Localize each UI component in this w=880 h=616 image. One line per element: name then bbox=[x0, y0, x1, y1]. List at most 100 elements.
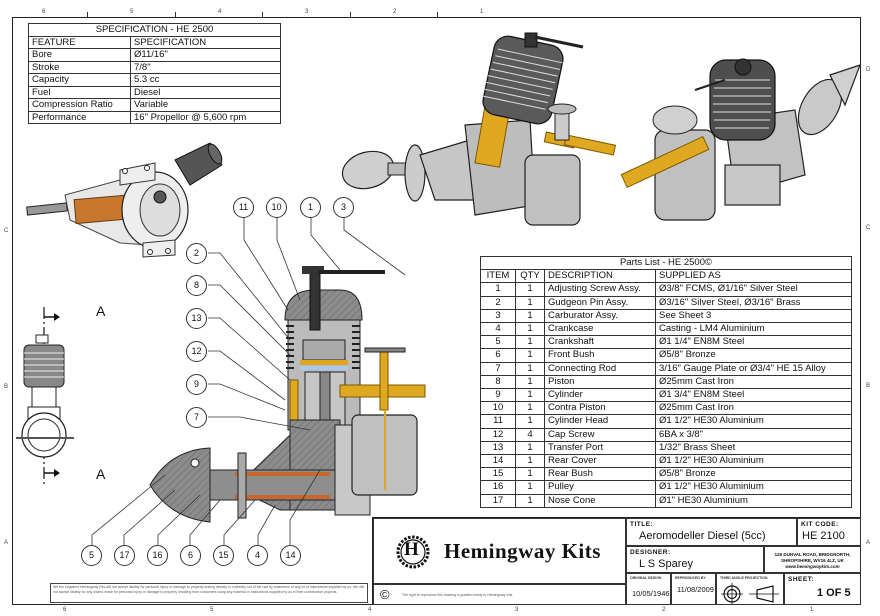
part-description: Carburator Assy. bbox=[544, 308, 656, 324]
part-item-number: 3 bbox=[480, 308, 516, 324]
part-item-number: 14 bbox=[480, 454, 516, 469]
part-supplied-as: 6BA x 3/8" bbox=[655, 427, 852, 442]
balloon-callout: 9 bbox=[186, 374, 207, 395]
part-supplied-as: Ø1 1/4" EN8M Steel bbox=[655, 335, 852, 350]
zone-label: A bbox=[4, 540, 9, 546]
part-item-number: 9 bbox=[480, 388, 516, 403]
cylinder-head bbox=[284, 289, 363, 321]
gear-logo-icon bbox=[396, 535, 430, 569]
part-quantity: 1 bbox=[515, 308, 545, 324]
part-description: Rear Cover bbox=[544, 454, 656, 469]
balloon-callout: 3 bbox=[333, 197, 354, 218]
part-supplied-as: Ø5/8" Bronze bbox=[655, 467, 852, 482]
zone-label: 4 bbox=[368, 607, 372, 613]
part-supplied-as: Ø1 1/2" HE30 Aluminium bbox=[655, 414, 852, 429]
part-description: Nose Cone bbox=[544, 493, 656, 508]
reproduced-cell: REPRODUCED BY 11/08/2009 bbox=[671, 573, 716, 605]
part-quantity: 1 bbox=[515, 440, 545, 456]
designer-name: L S Sparey bbox=[639, 558, 694, 570]
part-supplied-as: Ø1" HE30 Aluminium bbox=[655, 493, 852, 508]
website-link[interactable]: www.hemingwaykits.com bbox=[785, 564, 840, 569]
part-supplied-as: Ø25mm Cast Iron bbox=[655, 374, 852, 390]
balloon-callout: 10 bbox=[266, 197, 287, 218]
balloon-callout: 8 bbox=[186, 275, 207, 296]
copyright-text: The right to reproduce this drawing is g… bbox=[402, 593, 514, 597]
part-quantity: 1 bbox=[515, 401, 545, 416]
balloon-callout: 1 bbox=[300, 197, 321, 218]
parts-list-title: Parts List - HE 2500© bbox=[480, 255, 852, 271]
sheet-cell: SHEET: 1 OF 5 bbox=[784, 573, 861, 605]
part-supplied-as: Ø5/8" Bronze bbox=[655, 348, 852, 363]
part-supplied-as: Casting - LM4 Aluminium bbox=[655, 322, 852, 337]
projection-label: THIRD ANGLE PROJECTION bbox=[720, 576, 768, 580]
part-supplied-as: See Sheet 3 bbox=[655, 308, 852, 324]
zone-label: 2 bbox=[393, 9, 397, 15]
logo-letter: H bbox=[404, 539, 419, 560]
part-item-number: 4 bbox=[480, 322, 516, 337]
designer-label: DESIGNER: bbox=[630, 549, 671, 556]
third-angle-projection-icon bbox=[721, 583, 779, 604]
parts-header-qty: QTY bbox=[515, 269, 545, 284]
balloon-callout: 2 bbox=[186, 243, 207, 264]
balloon-callout: 7 bbox=[186, 407, 207, 428]
part-description: Front Bush bbox=[544, 348, 656, 363]
part-quantity: 1 bbox=[515, 361, 545, 376]
part-item-number: 16 bbox=[480, 480, 516, 495]
zone-label: 5 bbox=[130, 9, 134, 15]
balloon-callout: 12 bbox=[186, 341, 207, 362]
zone-tick bbox=[350, 12, 351, 17]
zone-label: A bbox=[866, 540, 871, 546]
zone-label: B bbox=[866, 383, 871, 389]
part-quantity: 1 bbox=[515, 414, 545, 429]
zone-label: 5 bbox=[210, 607, 214, 613]
part-quantity: 1 bbox=[515, 335, 545, 350]
part-description: Contra Piston bbox=[544, 401, 656, 416]
part-quantity: 1 bbox=[515, 322, 545, 337]
part-quantity: 1 bbox=[515, 467, 545, 482]
part-item-number: 17 bbox=[480, 493, 516, 508]
balloon-callout: 17 bbox=[114, 545, 135, 566]
part-item-number: 8 bbox=[480, 374, 516, 390]
title-block: H Hemingway Kits © The right to reproduc… bbox=[372, 517, 861, 605]
zone-label: 1 bbox=[810, 607, 814, 613]
part-quantity: 1 bbox=[515, 480, 545, 495]
specification-table: SPECIFICATION - HE 2500 FEATURE SPECIFIC… bbox=[28, 23, 281, 124]
zone-label: C bbox=[4, 228, 9, 234]
balloon-callout: 11 bbox=[233, 197, 254, 218]
part-supplied-as: Ø3/16" Silver Steel, Ø3/16" Brass bbox=[655, 295, 852, 310]
zone-label: D bbox=[866, 67, 871, 73]
part-quantity: 1 bbox=[515, 388, 545, 403]
parts-header-item: ITEM bbox=[480, 269, 516, 284]
part-supplied-as: Ø3/8" FCMS, Ø1/16" Silver Steel bbox=[655, 282, 852, 297]
zone-label: 3 bbox=[515, 607, 519, 613]
spec-value: 16" Propellor @ 5,600 rpm bbox=[130, 110, 281, 124]
part-description: Crankcase bbox=[544, 322, 656, 337]
balloon-callout: 14 bbox=[280, 545, 301, 566]
original-design-label: ORIGINAL DESIGN bbox=[630, 576, 662, 580]
address-line: SHROPSHIRE, WV16 4LZ, UK bbox=[781, 558, 844, 563]
part-quantity: 1 bbox=[515, 454, 545, 469]
side-view-section-a bbox=[16, 307, 74, 485]
part-description: Piston bbox=[544, 374, 656, 390]
part-item-number: 12 bbox=[480, 427, 516, 442]
part-description: Gudgeon Pin Assy. bbox=[544, 295, 656, 310]
original-design-cell: ORIGINAL DESIGN 10/05/1946 bbox=[626, 573, 671, 605]
zone-label: 4 bbox=[218, 9, 222, 15]
isometric-engine-view-left bbox=[341, 32, 617, 226]
part-supplied-as: Ø1 1/2" HE30 Aluminium bbox=[655, 480, 852, 495]
parts-header-description: DESCRIPTION bbox=[544, 269, 656, 284]
balloon-callout: 4 bbox=[247, 545, 268, 566]
company-name: Hemingway Kits bbox=[444, 539, 601, 563]
